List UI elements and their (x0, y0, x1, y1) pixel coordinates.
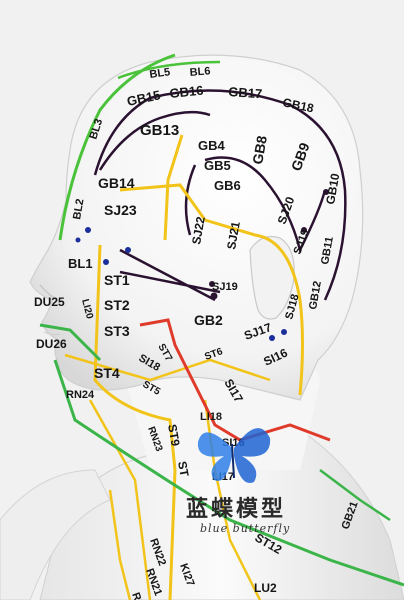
label-gb14: GB14 (98, 175, 135, 191)
label-st4: ST4 (94, 365, 120, 381)
butterfly-logo (197, 428, 271, 483)
gb-points (209, 189, 329, 300)
meridian-gb-face (119, 248, 221, 302)
label-du25: DU25 (34, 295, 65, 309)
label-gb11: GB11 (319, 236, 336, 266)
meridian-bladder-line-2 (117, 60, 221, 80)
meridian-gb-arc-outer (93, 89, 347, 301)
label-st-lower: ST (175, 460, 192, 478)
label-gb8: GB8 (249, 134, 270, 165)
label-gb6: GB6 (214, 178, 241, 193)
meridian-green-shoulder (319, 469, 391, 522)
label-st9: ST9 (165, 423, 183, 447)
model-arm (0, 469, 111, 600)
watermark-chinese: 蓝蝶模型 (186, 496, 286, 522)
label-rn24: RN24 (66, 389, 95, 401)
label-sj22: SJ22 (189, 215, 208, 245)
meridian-green-lower (39, 323, 404, 587)
label-rn20: RN20 (129, 591, 150, 600)
meridian-li-red (139, 318, 331, 442)
nose-shadow (39, 284, 55, 299)
meridian-gb-arc-inner (98, 110, 211, 171)
label-st2: ST2 (104, 297, 130, 313)
model-ear (249, 235, 295, 320)
label-gb13: GB13 (140, 122, 179, 139)
label-gb4: GB4 (198, 138, 226, 153)
mouth-line (43, 331, 61, 336)
label-sj21: SJ21 (224, 220, 243, 250)
label-bl2: BL2 (71, 198, 86, 221)
label-gb12: GB12 (307, 280, 324, 310)
meridian-st-yellow (93, 134, 184, 600)
meridian-gb-temple (184, 156, 327, 254)
meridian-bladder-line (58, 53, 176, 241)
label-lu2: LU2 (254, 581, 277, 595)
label-gb15: GB15 (126, 87, 162, 109)
label-bl6: BL6 (189, 65, 211, 79)
label-gb2: GB2 (194, 312, 223, 328)
meridian-sj-yellow (119, 183, 304, 396)
label-gb5: GB5 (204, 158, 231, 173)
watermark-english: blue butterfly (200, 522, 290, 535)
label-sj19b: SJ19 (212, 281, 238, 293)
label-gb18: GB18 (281, 95, 315, 115)
label-st3: ST3 (104, 323, 130, 339)
label-du26: DU26 (36, 337, 67, 351)
label-bl5: BL5 (149, 66, 171, 81)
label-gb16: GB16 (169, 83, 204, 101)
acupoint-dots (75, 227, 287, 341)
label-gb10: GB10 (323, 172, 342, 206)
label-li20: LI20 (79, 298, 95, 321)
label-st1: ST1 (104, 272, 130, 288)
label-li18: LI18 (200, 411, 222, 423)
label-sj23: SJ23 (104, 202, 137, 218)
label-gb17: GB17 (228, 84, 263, 101)
meridian-yellow-face (64, 353, 271, 600)
label-bl1: BL1 (68, 256, 93, 271)
